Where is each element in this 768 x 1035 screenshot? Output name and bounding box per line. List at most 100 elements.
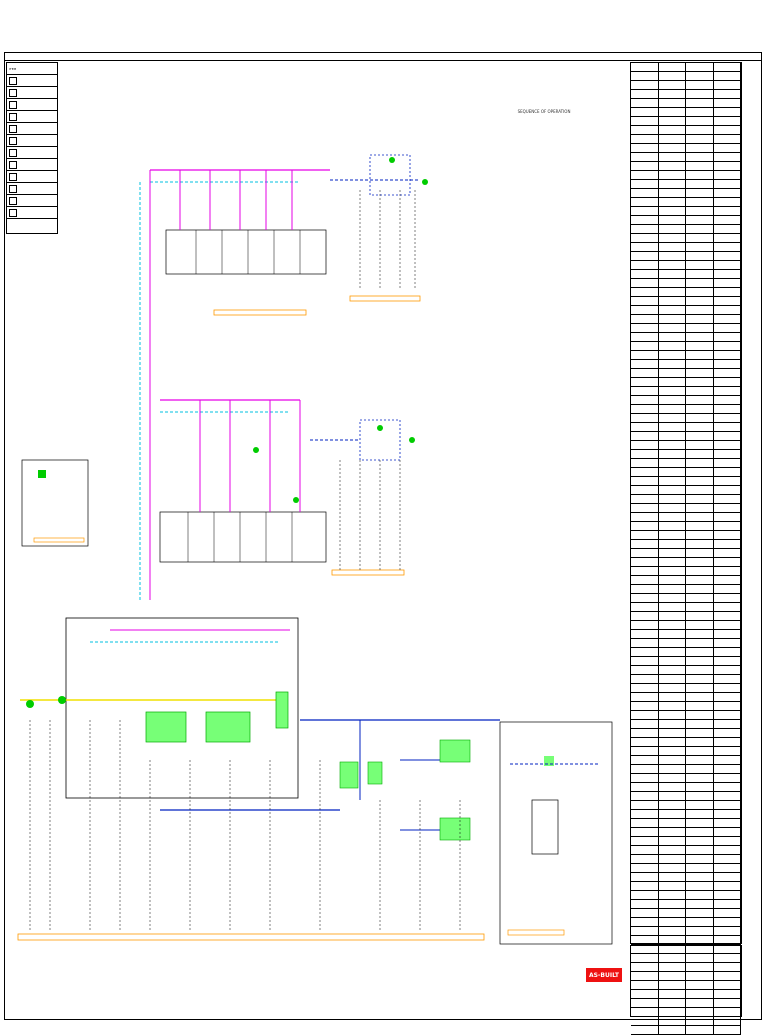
legend-swatch-icon (9, 148, 17, 157)
parts-table-cell (659, 342, 686, 350)
parts-table-cell (714, 108, 741, 116)
parts-table-cell (714, 351, 741, 359)
parts-table-cell (686, 837, 714, 845)
parts-table-row (631, 288, 741, 297)
parts-table-cell (631, 522, 659, 530)
parts-table-cell (631, 279, 659, 287)
parts-table-cell (686, 945, 714, 953)
parts-table-cell (686, 603, 714, 611)
parts-table-cell (659, 576, 686, 584)
parts-table-cell (714, 531, 741, 539)
parts-table-cell (686, 315, 714, 323)
parts-table-cell (659, 279, 686, 287)
parts-table-cell (686, 747, 714, 755)
parts-table-cell (714, 603, 741, 611)
parts-table-cell (631, 567, 659, 575)
parts-table-cell (714, 117, 741, 125)
parts-table-cell (659, 810, 686, 818)
parts-table-cell (659, 198, 686, 206)
parts-table-cell (686, 405, 714, 413)
parts-table-cell (659, 189, 686, 197)
parts-table-row (631, 405, 741, 414)
parts-table-row (631, 144, 741, 153)
parts-table-cell (659, 963, 686, 971)
parts-table-cell (686, 810, 714, 818)
parts-table-cell (686, 225, 714, 233)
legend-row (7, 183, 57, 195)
parts-table-cell (686, 432, 714, 440)
parts-table-cell (659, 81, 686, 89)
parts-table-row (631, 981, 741, 990)
parts-table-cell (631, 234, 659, 242)
parts-table-cell (631, 126, 659, 134)
parts-table-cell (631, 657, 659, 665)
parts-table-cell (686, 459, 714, 467)
parts-table-cell (659, 792, 686, 800)
parts-table-cell (714, 207, 741, 215)
legend-row (7, 99, 57, 111)
parts-table-cell (659, 567, 686, 575)
parts-table-cell (659, 144, 686, 152)
parts-table-cell (631, 603, 659, 611)
parts-table-cell (686, 936, 714, 944)
parts-table-row (631, 396, 741, 405)
parts-table-cell (631, 414, 659, 422)
parts-table-row (631, 990, 741, 999)
parts-table-cell (659, 423, 686, 431)
parts-table-cell (659, 954, 686, 962)
legend-row (7, 111, 57, 123)
parts-table-cell (686, 324, 714, 332)
parts-table-cell (686, 351, 714, 359)
parts-table-cell (714, 468, 741, 476)
parts-table-cell (714, 900, 741, 908)
parts-table-cell (631, 333, 659, 341)
parts-table-cell (686, 234, 714, 242)
parts-table-cell (659, 270, 686, 278)
parts-table-cell (714, 558, 741, 566)
parts-table-cell (659, 90, 686, 98)
parts-table-cell (631, 585, 659, 593)
parts-table-cell (659, 396, 686, 404)
parts-table-cell (631, 990, 659, 998)
parts-table-cell (714, 198, 741, 206)
parts-table-cell (714, 72, 741, 80)
parts-table-row (631, 414, 741, 423)
parts-table-row (631, 702, 741, 711)
parts-table-cell (714, 765, 741, 773)
parts-table-cell (631, 810, 659, 818)
parts-table-cell (686, 216, 714, 224)
parts-table-cell (714, 693, 741, 701)
parts-table-row (631, 99, 741, 108)
parts-table-cell (714, 792, 741, 800)
parts-table-cell (631, 144, 659, 152)
parts-table-cell (659, 306, 686, 314)
parts-table-cell (631, 324, 659, 332)
parts-table-cell (631, 936, 659, 944)
parts-table-row (631, 441, 741, 450)
parts-table-cell (714, 576, 741, 584)
parts-table-cell (686, 117, 714, 125)
parts-table-cell (631, 117, 659, 125)
top-ruler (4, 54, 762, 61)
parts-table-cell (714, 378, 741, 386)
parts-table-cell (714, 495, 741, 503)
parts-table-cell (686, 243, 714, 251)
parts-table-cell (659, 495, 686, 503)
parts-table-row (631, 504, 741, 513)
parts-table-cell (714, 729, 741, 737)
parts-table-cell (631, 243, 659, 251)
parts-table-row (631, 360, 741, 369)
parts-table-cell (686, 972, 714, 980)
parts-table-cell (659, 360, 686, 368)
parts-table-cell (631, 531, 659, 539)
parts-table-cell (686, 477, 714, 485)
parts-table-cell (714, 405, 741, 413)
parts-table-row (631, 585, 741, 594)
parts-table-cell (714, 909, 741, 917)
parts-table-cell (631, 612, 659, 620)
parts-table-row (631, 63, 741, 72)
parts-table-cell (659, 882, 686, 890)
parts-table-cell (659, 936, 686, 944)
parts-table-cell (659, 855, 686, 863)
